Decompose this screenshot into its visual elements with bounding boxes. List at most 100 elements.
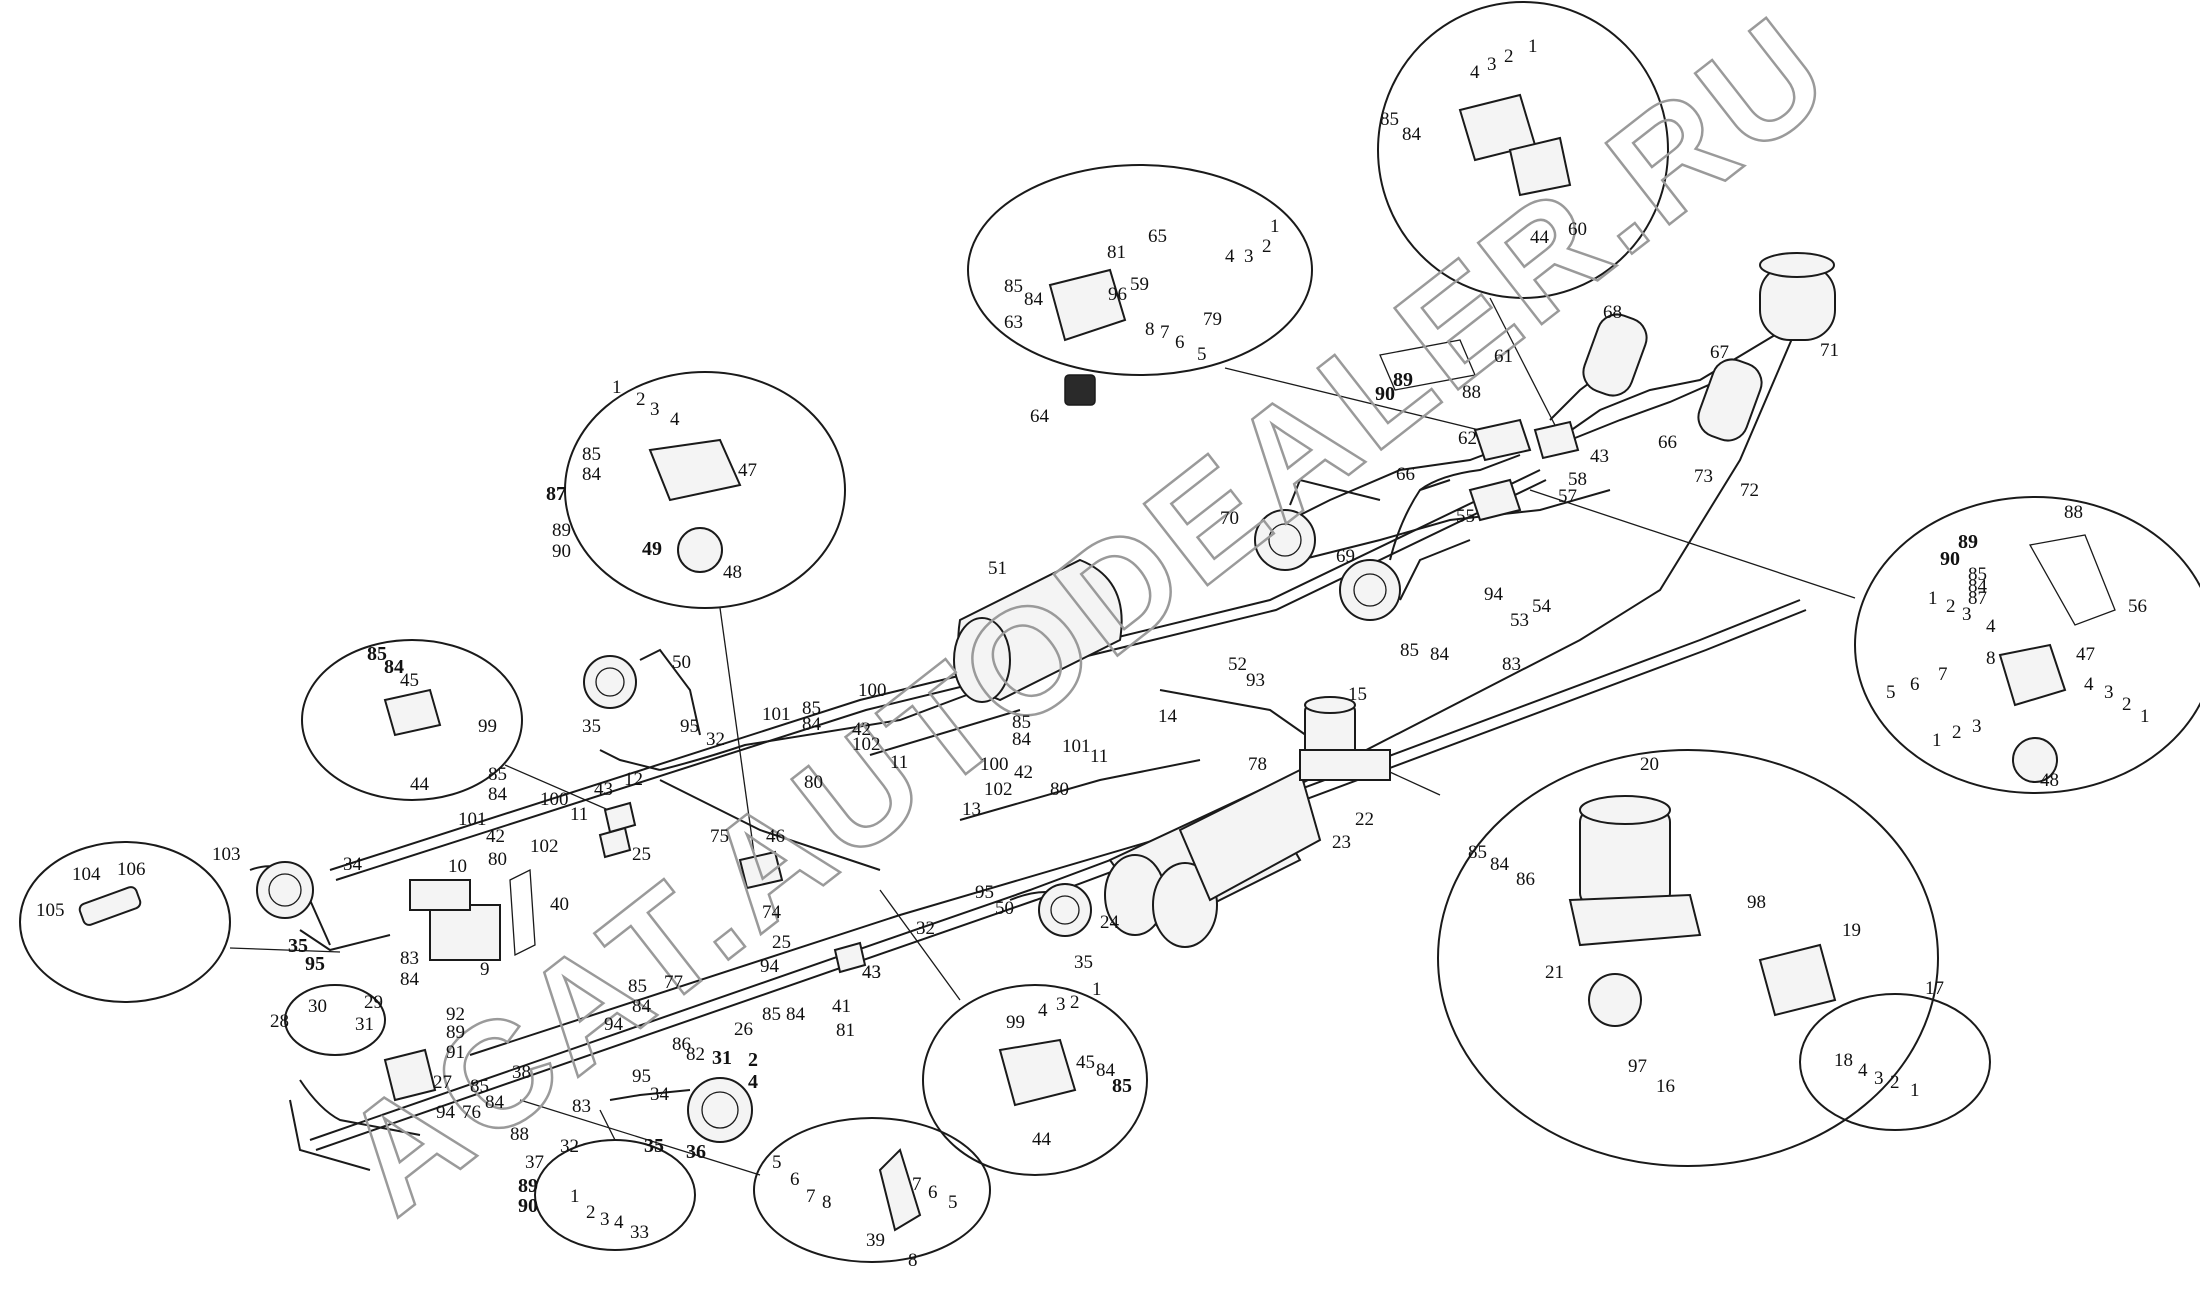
callout-2-m: 2 [748, 1049, 758, 1071]
callout-75: 75 [710, 826, 729, 847]
callout-50-c: 50 [995, 898, 1014, 919]
callout-8-r: 8 [1986, 648, 1996, 669]
callout-86-ad: 86 [1516, 869, 1535, 890]
callout-84-m: 84 [786, 1004, 806, 1025]
callout-100-l: 100 [540, 789, 569, 810]
detail-ellipse-valve-44-bottom [922, 984, 1148, 1176]
valve-45-left [383, 688, 442, 737]
callout-25-m: 25 [772, 932, 791, 953]
callout-7-s: 7 [806, 1186, 816, 1207]
callout-98: 98 [1747, 892, 1766, 913]
callout-4-lu: 4 [670, 409, 680, 430]
callout-48-r: 48 [2040, 770, 2059, 791]
callout-36: 36 [686, 1141, 706, 1163]
callout-44-lm: 44 [410, 774, 430, 795]
callout-77: 77 [664, 972, 683, 993]
callout-66-b: 66 [1658, 432, 1677, 453]
callout-35-c: 35 [1074, 952, 1093, 973]
valve-63 [1048, 268, 1127, 406]
callout-4-bm: 4 [1038, 1000, 1048, 1021]
callout-2-r2: 2 [2122, 694, 2132, 715]
callout-101-c2: 101 [1062, 736, 1091, 757]
callout-82: 82 [686, 1044, 705, 1065]
callout-93: 93 [1246, 670, 1265, 691]
callout-16: 16 [1656, 1076, 1675, 1097]
callout-80-c2: 80 [1050, 779, 1069, 800]
callout-38: 38 [512, 1062, 531, 1083]
callout-2-lu: 2 [636, 389, 646, 410]
callout-2: 2 [1262, 236, 1272, 257]
callout-84-r: 84 [1968, 576, 1988, 597]
detail-ellipse-valve-44-top [1377, 1, 1669, 299]
callout-24: 24 [1100, 912, 1120, 933]
callout-43-ur: 43 [1590, 446, 1609, 467]
valve-44-top [1458, 93, 1572, 197]
callout-104: 104 [72, 864, 101, 885]
callout-8-s2: 8 [908, 1250, 918, 1271]
callout-90-lu: 90 [552, 541, 571, 562]
callout-17: 17 [1925, 978, 1944, 999]
callout-88-ur: 88 [1462, 382, 1481, 403]
callout-84-c: 84 [802, 714, 822, 735]
callout-3-r3: 3 [1972, 716, 1982, 737]
callout-74: 74 [762, 902, 782, 923]
callout-2-r3: 2 [1952, 722, 1962, 743]
callout-42-l: 42 [486, 826, 505, 847]
callout-3-lu: 3 [650, 399, 660, 420]
callout-1-lu: 1 [612, 377, 622, 398]
callout-6-s: 6 [790, 1169, 800, 1190]
callout-40: 40 [550, 894, 569, 915]
callout-4: 4 [1225, 246, 1235, 267]
callout-68: 68 [1603, 302, 1622, 323]
callout-11-l: 11 [570, 804, 588, 825]
callout-99-b: 99 [1006, 1012, 1025, 1033]
callout-19: 19 [1842, 920, 1861, 941]
callout-81-m: 81 [836, 1020, 855, 1041]
compressor-9 [409, 879, 501, 961]
callout-2-tr: 2 [1504, 46, 1514, 67]
callout-34: 34 [343, 854, 363, 875]
callout-31-l: 31 [355, 1014, 374, 1035]
brake-chamber-69 [1339, 559, 1401, 621]
callout-1-r3: 1 [1932, 730, 1942, 751]
callout-84-l2: 84 [485, 1092, 505, 1113]
callout-83-l: 83 [400, 948, 419, 969]
callout-94-ur: 94 [1484, 584, 1504, 605]
callout-84-lu: 84 [582, 464, 602, 485]
detail-ellipse-valve-44-left [301, 639, 523, 801]
valve-43-left [603, 801, 637, 834]
callout-49: 49 [642, 538, 662, 560]
callout-94-l: 94 [436, 1102, 456, 1123]
valve-47-right [1998, 534, 2116, 783]
callout-55: 55 [1456, 506, 1475, 527]
callout-22: 22 [1355, 809, 1374, 830]
callout-89-ur: 89 [1393, 369, 1413, 391]
callout-7-s2: 7 [912, 1174, 922, 1195]
detail-ellipse-sensor-39 [753, 1117, 991, 1263]
callout-90-r: 90 [1940, 548, 1960, 570]
callout-57: 57 [1558, 486, 1577, 507]
callout-61: 61 [1494, 346, 1513, 367]
callout-92: 92 [446, 1004, 465, 1025]
callout-29: 29 [364, 992, 383, 1013]
brake-chamber-35-top [583, 655, 637, 709]
callout-13: 13 [962, 799, 981, 820]
callout-9: 9 [480, 959, 490, 980]
callout-85-c: 85 [802, 698, 821, 719]
callout-45-lm: 45 [400, 670, 419, 691]
callout-84-lm: 84 [384, 656, 404, 678]
callout-4-f: 4 [1858, 1060, 1868, 1081]
callout-30: 30 [308, 996, 327, 1017]
callout-2-b: 2 [586, 1202, 596, 1223]
callout-42-c: 42 [852, 719, 871, 740]
callout-48-lu: 48 [723, 562, 742, 583]
callout-87: 87 [546, 483, 566, 505]
brake-chamber-34 [256, 861, 314, 919]
callout-95-t: 95 [680, 716, 699, 737]
callout-8: 8 [1145, 319, 1155, 340]
callout-88-l: 88 [510, 1124, 529, 1145]
callout-7: 7 [1160, 322, 1170, 343]
main-components [78, 93, 2116, 1232]
callout-79: 79 [1203, 309, 1222, 330]
callout-87-r: 87 [1968, 588, 1987, 609]
